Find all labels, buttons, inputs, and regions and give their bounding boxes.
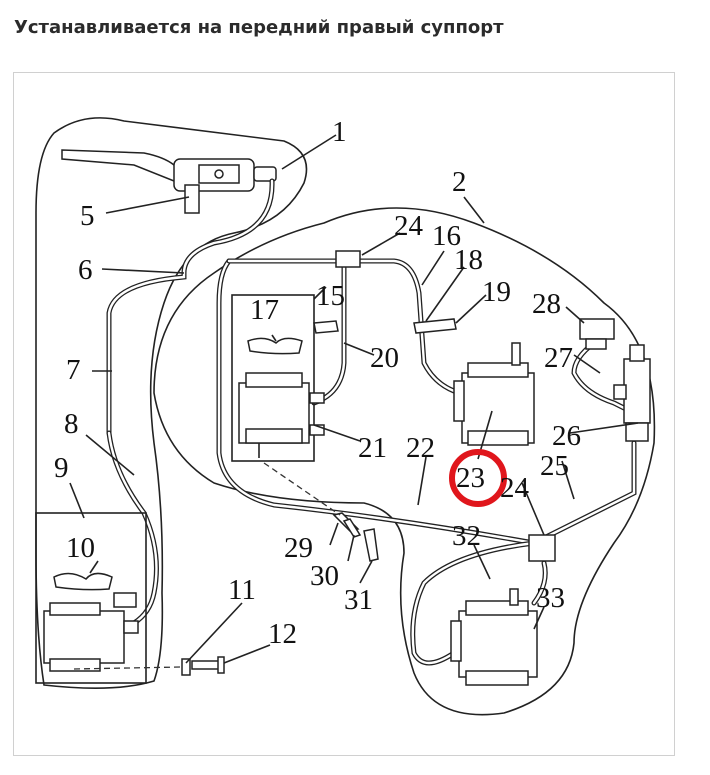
label-5: 5 — [80, 200, 95, 232]
brake-hoses — [106, 178, 637, 666]
hose-clip-right — [413, 318, 457, 334]
left-boundary-outline — [35, 117, 308, 689]
front-right-caliper — [453, 342, 535, 446]
proportioning-valve — [613, 344, 651, 442]
right-boundary-outline — [153, 207, 656, 716]
label-8: 8 — [64, 408, 79, 440]
label-33: 33 — [536, 582, 565, 614]
label-30: 30 — [310, 560, 339, 592]
lower-junction-block — [528, 534, 556, 562]
label-6: 6 — [78, 254, 93, 286]
label-21: 21 — [358, 432, 387, 464]
label-16: 16 — [432, 220, 461, 252]
label-32: 32 — [452, 520, 481, 552]
label-1: 1 — [332, 116, 347, 148]
label-12: 12 — [268, 618, 297, 650]
label-23: 23 — [456, 462, 485, 494]
hose-clip-left — [313, 320, 339, 334]
label-28: 28 — [532, 288, 561, 320]
front-left-caliper-group — [231, 294, 325, 462]
upper-three-way-joint — [335, 250, 361, 268]
label-31: 31 — [344, 584, 373, 616]
diagram-frame: 1 2 5 6 7 8 9 10 11 12 15 16 17 18 19 20… — [13, 72, 675, 756]
rear-lower-caliper — [450, 588, 538, 686]
label-26: 26 — [552, 420, 581, 452]
rear-caliper-group — [35, 512, 147, 684]
label-27: 27 — [544, 342, 573, 374]
label-29: 29 — [284, 532, 313, 564]
highlight-circle — [449, 449, 507, 507]
label-18: 18 — [454, 244, 483, 276]
label-22: 22 — [406, 432, 435, 464]
label-25: 25 — [540, 450, 569, 482]
label-20: 20 — [370, 342, 399, 374]
label-10: 10 — [66, 532, 95, 564]
handlebar-master-cylinder — [61, 149, 277, 214]
label-24-top: 24 — [394, 210, 424, 242]
brake-system-diagram: 1 2 5 6 7 8 9 10 11 12 15 16 17 18 19 20… — [35, 116, 656, 716]
label-17: 17 — [250, 294, 279, 326]
label-11: 11 — [228, 574, 256, 606]
brake-switch — [579, 318, 615, 350]
label-15: 15 — [316, 280, 345, 312]
page-title: Устанавливается на передний правый суппо… — [14, 17, 504, 38]
mounting-bolts — [73, 462, 379, 676]
part-labels: 1 2 5 6 7 8 9 10 11 12 15 16 17 18 19 20… — [54, 116, 581, 650]
label-2: 2 — [452, 166, 467, 198]
label-7: 7 — [66, 354, 81, 386]
label-19: 19 — [482, 276, 511, 308]
label-9: 9 — [54, 452, 69, 484]
label-24-bottom: 24 — [500, 472, 530, 504]
